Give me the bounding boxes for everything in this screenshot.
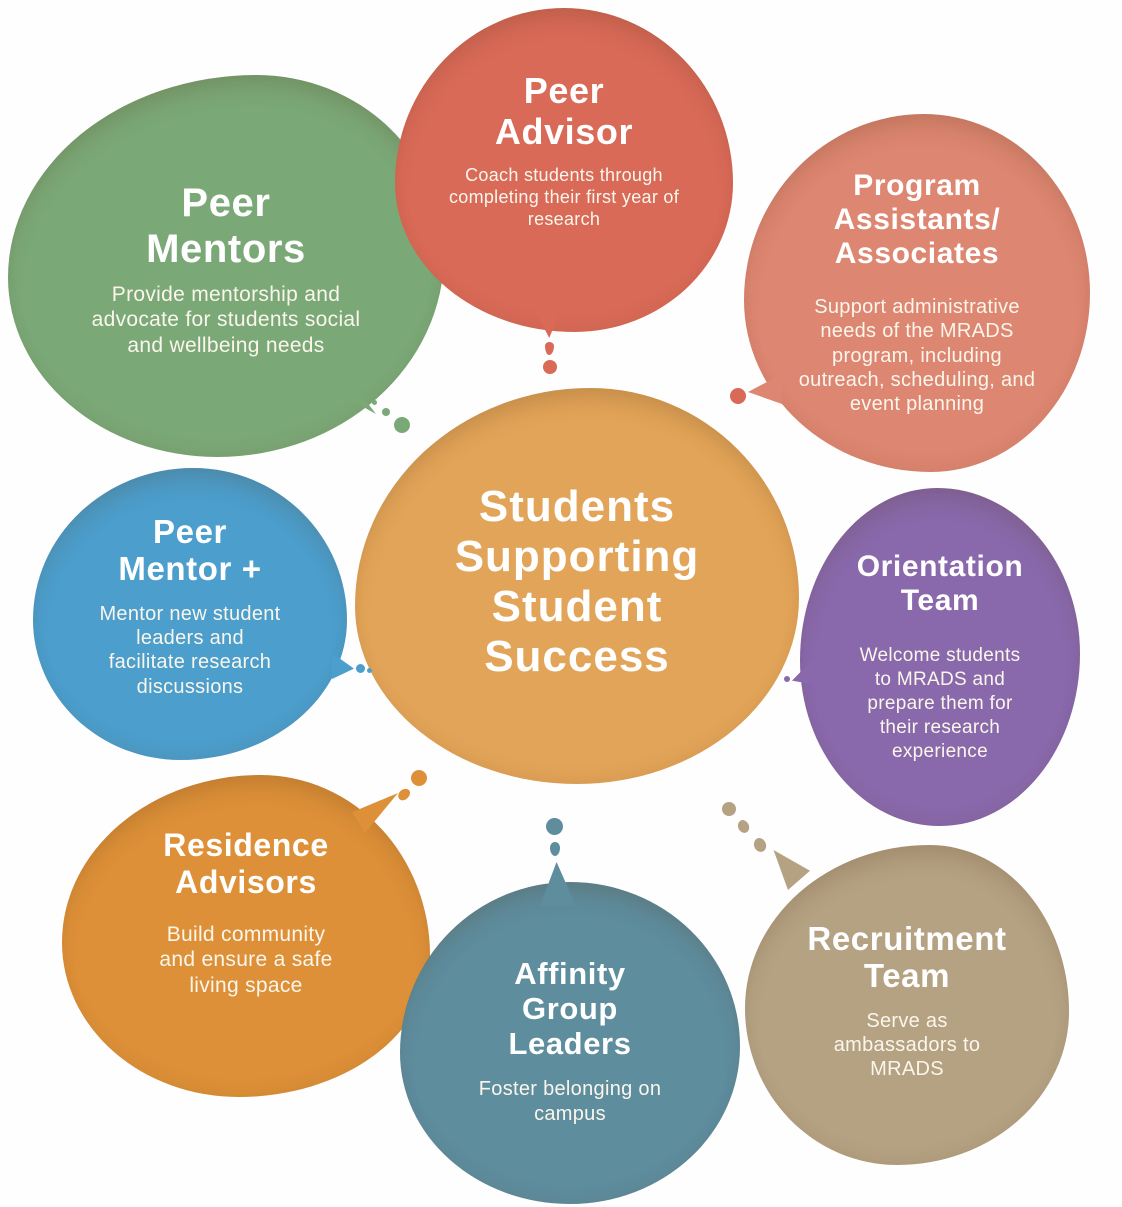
residence-advisors-description: Build community and ensure a safe living… bbox=[159, 922, 333, 997]
paint-droplet-blue bbox=[367, 668, 372, 673]
paint-droplet-green bbox=[372, 400, 377, 405]
paint-droplet-teal bbox=[550, 842, 560, 856]
bubble-recruitment-team: Recruitment Team Serve as ambassadors to… bbox=[745, 845, 1069, 1165]
paint-droplet-teal bbox=[546, 818, 563, 835]
paint-droplet-red bbox=[545, 342, 554, 355]
peer-mentors-description: Provide mentorship and advocate for stud… bbox=[91, 282, 361, 357]
bubble-residence-advisors: Residence Advisors Build community and e… bbox=[62, 775, 430, 1097]
paint-droplet-tan bbox=[735, 817, 752, 836]
program-assistants-description: Support administrative needs of the MRAD… bbox=[798, 295, 1036, 416]
paint-droplet-purple bbox=[784, 676, 790, 682]
recruitment-team-title: Recruitment Team bbox=[807, 920, 1007, 995]
paint-droplet-orange bbox=[411, 770, 427, 786]
peer-advisor-title: Peer Advisor bbox=[494, 70, 634, 153]
center-title: Students Supporting Student Success bbox=[454, 481, 700, 682]
bubble-peer-mentors: Peer Mentors Provide mentorship and advo… bbox=[8, 75, 444, 457]
peer-advisor-description: Coach students through completing their … bbox=[448, 164, 680, 229]
paint-droplet-green bbox=[382, 408, 390, 416]
paint-droplet-green bbox=[394, 417, 410, 433]
paint-droplet-tan bbox=[750, 835, 770, 855]
peer-mentor-plus-description: Mentor new student leaders and facilitat… bbox=[99, 602, 281, 698]
speech-tail-peer-mentor-plus bbox=[332, 653, 354, 679]
bubble-peer-mentor-plus: Peer Mentor + Mentor new student leaders… bbox=[33, 468, 347, 760]
paint-droplet-tan bbox=[722, 802, 736, 816]
speech-tail-recruitment-team bbox=[773, 850, 810, 890]
paint-droplet-blue bbox=[356, 664, 365, 673]
orientation-team-title: Orientation Team bbox=[856, 550, 1024, 618]
paint-droplet-orange bbox=[395, 786, 413, 803]
peer-mentor-plus-title: Peer Mentor + bbox=[118, 512, 262, 588]
affinity-group-leaders-description: Foster belonging on campus bbox=[478, 1078, 662, 1125]
affinity-group-leaders-title: Affinity Group Leaders bbox=[508, 956, 632, 1062]
orientation-team-description: Welcome students to MRADS and prepare th… bbox=[859, 645, 1021, 762]
bubble-orientation-team: Orientation Team Welcome students to MRA… bbox=[800, 488, 1080, 826]
bubble-peer-advisor: Peer Advisor Coach students through comp… bbox=[395, 8, 733, 332]
recruitment-team-description: Serve as ambassadors to MRADS bbox=[833, 1009, 981, 1081]
paint-droplet-salmon bbox=[730, 388, 746, 404]
program-assistants-title: Program Assistants/ Associates bbox=[833, 169, 1001, 270]
peer-mentors-title: Peer Mentors bbox=[146, 181, 306, 271]
paint-droplet-red bbox=[543, 360, 557, 374]
bubble-affinity-group-leaders: Affinity Group Leaders Foster belonging … bbox=[400, 882, 740, 1204]
residence-advisors-title: Residence Advisors bbox=[163, 827, 329, 900]
bubble-program-assistants-associates: Program Assistants/ Associates Support a… bbox=[744, 114, 1090, 472]
bubble-students-supporting-student-success: Students Supporting Student Success bbox=[355, 388, 799, 784]
